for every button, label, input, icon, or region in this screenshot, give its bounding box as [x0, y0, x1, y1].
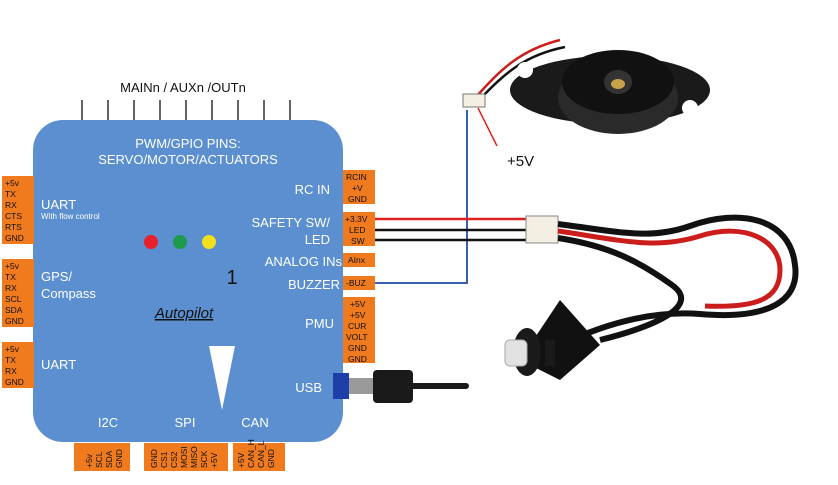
safety-switch-wires [375, 217, 526, 242]
svg-text:GND: GND [348, 354, 367, 364]
svg-text:CAN_H: CAN_H [246, 439, 256, 468]
svg-text:SDA: SDA [5, 305, 23, 315]
svg-text:+5v: +5v [5, 261, 20, 271]
svg-text:SDA: SDA [104, 450, 114, 468]
svg-text:GND: GND [266, 449, 276, 468]
i2c-label: I2C [98, 415, 118, 430]
svg-text:SCK: SCK [199, 450, 209, 468]
safety-switch [504, 214, 799, 380]
svg-text:GND: GND [149, 449, 159, 468]
autopilot-label: Autopilot [154, 305, 214, 322]
svg-text:TX: TX [5, 355, 16, 365]
svg-text:+3.3V: +3.3V [345, 214, 368, 224]
svg-text:MOSI: MOSI [179, 446, 189, 468]
svg-text:LED: LED [349, 225, 366, 235]
svg-text:AInx: AInx [348, 255, 366, 265]
svg-text:RX: RX [5, 200, 17, 210]
svg-text:SW: SW [351, 236, 365, 246]
analog-ins-connector: AInx [343, 253, 375, 267]
board-title-line2: SERVO/MOTOR/ACTUATORS [98, 152, 278, 167]
svg-text:TX: TX [5, 272, 16, 282]
usb-label: USB [295, 380, 322, 395]
rc-in-label: RC IN [295, 182, 330, 197]
autopilot-board [33, 120, 343, 442]
svg-text:TX: TX [5, 189, 16, 199]
svg-text:GND: GND [5, 233, 24, 243]
board-title-line1: PWM/GPIO PINS: [135, 136, 240, 151]
uart2-connector: +5v TX RX GND [2, 342, 34, 388]
svg-text:-BUZ: -BUZ [346, 278, 366, 288]
svg-text:CS2: CS2 [169, 451, 179, 468]
svg-text:RCIN: RCIN [346, 172, 367, 182]
buzzer-connector: -BUZ [343, 276, 375, 290]
svg-text:+5v: +5v [84, 453, 94, 468]
svg-text:CTS: CTS [5, 211, 22, 221]
buzzer-label: BUZZER [288, 277, 340, 292]
safety-sw-connector: +3.3V LED SW [343, 212, 375, 246]
yellow-led [202, 235, 216, 249]
svg-text:GND: GND [5, 377, 24, 387]
orientation-arrow [209, 346, 235, 410]
can-label: CAN [241, 415, 268, 430]
svg-text:GND: GND [5, 316, 24, 326]
buzzer-pointer-line [477, 107, 498, 147]
svg-text:RTS: RTS [5, 222, 22, 232]
led-label: LED [305, 232, 330, 247]
pmu-connector: +5V +5V CUR VOLT GND GND [343, 297, 375, 364]
svg-text:+5v: +5v [5, 178, 20, 188]
rc-in-connector: RCIN +V GND [343, 170, 375, 204]
svg-text:CUR: CUR [348, 321, 366, 331]
svg-text:SCL: SCL [5, 294, 22, 304]
svg-text:SCL: SCL [94, 451, 104, 468]
svg-text:+5V: +5V [209, 452, 219, 468]
uart1-connector: +5v TX RX CTS RTS GND [2, 176, 34, 244]
buzzer-wire [375, 110, 468, 284]
gps-compass-connector: +5v TX RX SCL SDA GND [2, 259, 34, 327]
svg-text:CAN_L: CAN_L [256, 440, 266, 468]
safety-sw-label: SAFETY SW/ [252, 215, 331, 230]
buzzer-voltage-label: +5V [507, 153, 534, 170]
analog-ins-label: ANALOG INs [265, 254, 343, 269]
uart1-label: UART [41, 197, 76, 212]
uart1-sublabel: With flow control [41, 212, 100, 221]
compass-label: Compass [41, 286, 96, 301]
svg-text:GND: GND [348, 343, 367, 353]
spi-label: SPI [175, 415, 196, 430]
red-led [144, 235, 158, 249]
svg-text:GND: GND [348, 194, 367, 204]
green-led [173, 235, 187, 249]
svg-text:MISO: MISO [189, 446, 199, 468]
board-number: 1 [226, 267, 237, 289]
gps-label: GPS/ [41, 269, 72, 284]
svg-text:+5v: +5v [5, 344, 20, 354]
usb-plug [333, 370, 469, 403]
svg-text:CS1: CS1 [159, 451, 169, 468]
header-label: MAINn / AUXn /OUTn [120, 80, 246, 95]
svg-text:+5V: +5V [350, 299, 366, 309]
svg-text:+V: +V [352, 183, 363, 193]
header-pin-lines [81, 100, 291, 128]
svg-text:RX: RX [5, 366, 17, 376]
spi-connector: GND CS1 CS2 MOSI MISO SCK +5V [144, 443, 228, 471]
can-connector: +5V CAN_H CAN_L GND [233, 439, 285, 471]
svg-text:+5V: +5V [350, 310, 366, 320]
svg-text:+5V: +5V [236, 452, 246, 468]
svg-text:GND: GND [114, 449, 124, 468]
piezo-buzzer [462, 38, 710, 134]
pmu-label: PMU [305, 316, 334, 331]
uart2-label: UART [41, 357, 76, 372]
i2c-connector: +5v SCL SDA GND [74, 443, 130, 471]
svg-text:RX: RX [5, 283, 17, 293]
svg-text:VOLT: VOLT [346, 332, 368, 342]
